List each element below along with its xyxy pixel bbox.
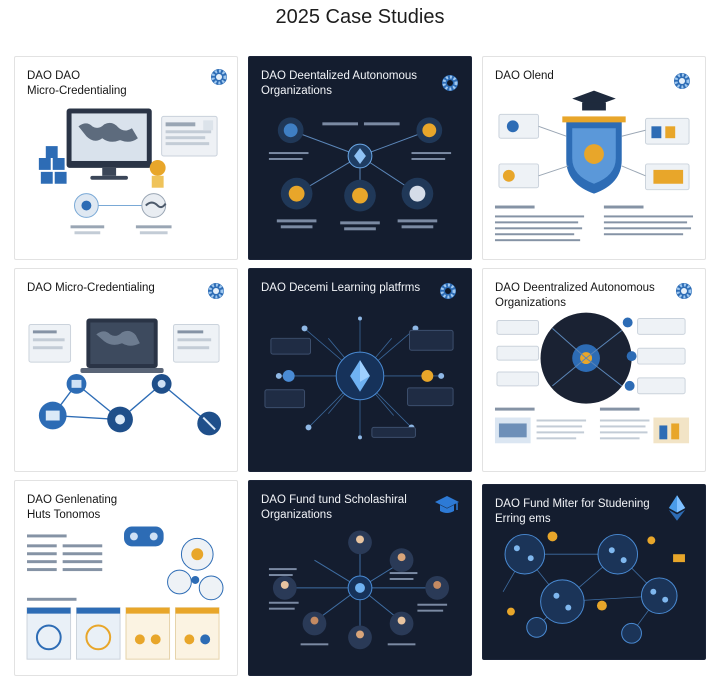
card-9-title: DAO Fund Miter for Studening Erring ems: [495, 498, 650, 525]
case-study-card-4[interactable]: DAO Micro-Credentialing: [14, 268, 238, 472]
gear-icon: [208, 283, 224, 299]
card-7-illustration: [26, 526, 224, 660]
card-9-illustration: [502, 531, 685, 644]
card-1-illustration: [38, 108, 218, 235]
case-study-card-1[interactable]: DAO DAO Micro-Credentialing: [14, 56, 238, 260]
gear-icon: [674, 73, 690, 89]
case-study-card-8[interactable]: DAO Fund tund Scholashiral Organizations: [248, 480, 472, 676]
case-study-card-6[interactable]: DAO Deentralized Autonomous Organization…: [482, 268, 706, 472]
page-title: 2025 Case Studies: [275, 6, 445, 28]
case-study-card-3[interactable]: DAO Olend: [482, 56, 706, 260]
case-study-card-7[interactable]: DAO Genlenating Huts Tonomos: [14, 480, 238, 676]
card-3-title: DAO Olend: [495, 70, 554, 82]
case-study-card-2[interactable]: DAO Deentalized Autonomous Organizations: [248, 56, 472, 260]
card-4-illustration: [28, 318, 222, 436]
card-6-illustration: [494, 312, 690, 444]
card-5-illustration: [264, 316, 454, 440]
card-5-title: DAO Decemi Learning platfrms: [261, 282, 421, 294]
card-8-illustration: [268, 530, 450, 650]
card-4-title: DAO Micro-Credentialing: [27, 282, 155, 294]
case-study-card-9[interactable]: DAO Fund Miter for Studening Erring ems: [482, 484, 706, 660]
gear-icon: [676, 283, 692, 299]
card-3-illustration: [494, 90, 694, 242]
card-2-title: DAO Deentalized Autonomous Organizations: [261, 70, 417, 97]
card-8-title: DAO Fund tund Scholashiral Organizations: [261, 494, 407, 521]
ethereum-icon: [668, 495, 686, 521]
gear-icon: [440, 283, 456, 299]
gear-icon: [442, 75, 458, 91]
card-2-illustration: [268, 117, 452, 231]
card-7-title: DAO Genlenating Huts Tonomos: [27, 494, 118, 521]
case-study-card-5[interactable]: DAO Decemi Learning platfrms: [248, 268, 472, 472]
gear-icon: [211, 69, 227, 85]
card-6-title: DAO Deentralized Autonomous Organization…: [495, 282, 655, 309]
card-1-title: DAO DAO Micro-Credentialing: [27, 70, 127, 97]
graduation-cap-icon: [435, 496, 459, 513]
